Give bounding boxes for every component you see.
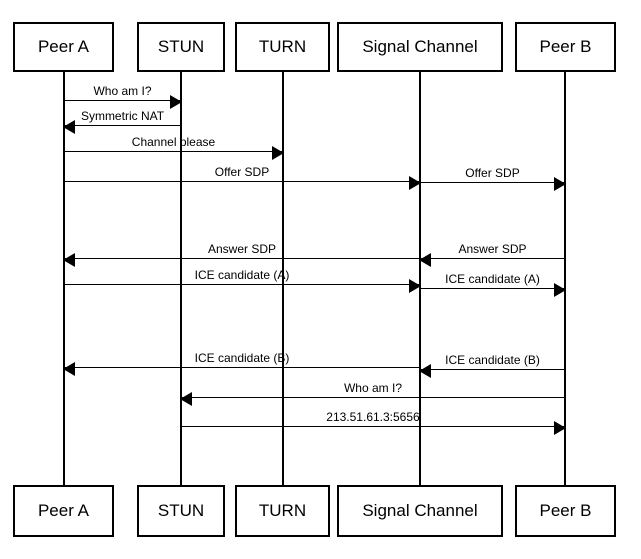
lifeline-signal-channel xyxy=(419,72,421,485)
lifeline-peer-b xyxy=(564,72,566,485)
message-label: ICE candidate (B) xyxy=(194,351,290,365)
arrowhead-right-icon xyxy=(170,95,182,109)
actor-box-stun-bottom: STUN xyxy=(137,485,225,537)
actor-box-peer-a-top: Peer A xyxy=(13,22,114,72)
arrowhead-right-icon xyxy=(409,176,421,190)
message-who-am-i-2: Who am I? xyxy=(180,382,565,406)
arrowhead-right-icon xyxy=(554,421,566,435)
message-label: Offer SDP xyxy=(465,166,520,180)
message-offer-sdp-2: Offer SDP xyxy=(420,167,566,191)
message-offer-sdp-1: Offer SDP xyxy=(64,166,421,190)
actor-label-peer-a: Peer A xyxy=(37,501,90,520)
actor-label-turn: TURN xyxy=(258,37,307,56)
lifeline-peer-a xyxy=(63,72,65,485)
arrowhead-left-icon xyxy=(419,253,431,267)
message-symmetric-nat: Symmetric NAT xyxy=(63,110,181,134)
message-label: ICE candidate (A) xyxy=(445,272,540,286)
message-ice-candidate-a-2: ICE candidate (A) xyxy=(420,273,566,297)
message-ice-candidate-a-1: ICE candidate (A) xyxy=(64,269,421,293)
message-ice-candidate-b-1: ICE candidate (B) xyxy=(63,352,420,376)
actor-box-peer-b-bottom: Peer B xyxy=(515,485,616,537)
actor-label-signal-channel: Signal Channel xyxy=(362,501,478,520)
message-label: ICE candidate (B) xyxy=(445,353,540,367)
actor-label-peer-a: Peer A xyxy=(37,37,90,56)
actor-label-signal-channel: Signal Channel xyxy=(362,37,478,56)
actor-box-signal-channel-bottom: Signal Channel xyxy=(337,485,503,537)
lifeline-stun xyxy=(180,72,182,485)
arrowhead-left-icon xyxy=(63,120,75,134)
message-label: Answer SDP xyxy=(207,242,277,256)
message-label: Who am I? xyxy=(93,84,152,98)
message-label: Channel please xyxy=(131,135,216,149)
actor-box-turn-bottom: TURN xyxy=(235,485,330,537)
message-who-am-i-1: Who am I? xyxy=(64,85,182,109)
arrowhead-left-icon xyxy=(180,392,192,406)
lifeline-turn xyxy=(282,72,284,485)
actor-label-stun: STUN xyxy=(157,501,205,520)
actor-label-turn: TURN xyxy=(258,501,307,520)
arrowhead-right-icon xyxy=(554,177,566,191)
message-ice-candidate-b-2: ICE candidate (B) xyxy=(419,354,565,378)
actor-box-signal-channel-top: Signal Channel xyxy=(337,22,503,72)
message-answer-sdp-2: Answer SDP xyxy=(419,243,565,267)
message-label: Answer SDP xyxy=(458,242,527,256)
arrowhead-right-icon xyxy=(554,283,566,297)
actor-box-turn-top: TURN xyxy=(235,22,330,72)
message-ip-address-reply: 213.51.61.3:5656 xyxy=(181,411,566,435)
message-label: Symmetric NAT xyxy=(80,109,165,123)
message-label: ICE candidate (A) xyxy=(194,268,290,282)
actor-label-stun: STUN xyxy=(157,37,205,56)
arrowhead-left-icon xyxy=(63,362,75,376)
actor-label-peer-b: Peer B xyxy=(539,37,592,56)
message-label: Who am I? xyxy=(343,381,403,395)
message-label: 213.51.61.3:5656 xyxy=(326,410,420,424)
actor-box-peer-a-bottom: Peer A xyxy=(13,485,114,537)
message-channel-please: Channel please xyxy=(64,136,284,160)
actor-label-peer-b: Peer B xyxy=(539,501,592,520)
arrowhead-left-icon xyxy=(419,364,431,378)
message-answer-sdp-1: Answer SDP xyxy=(63,243,420,267)
actor-box-peer-b-top: Peer B xyxy=(515,22,616,72)
actor-box-stun-top: STUN xyxy=(137,22,225,72)
arrowhead-right-icon xyxy=(272,146,284,160)
message-label: Offer SDP xyxy=(214,165,270,179)
arrowhead-right-icon xyxy=(409,279,421,293)
arrowhead-left-icon xyxy=(63,253,75,267)
